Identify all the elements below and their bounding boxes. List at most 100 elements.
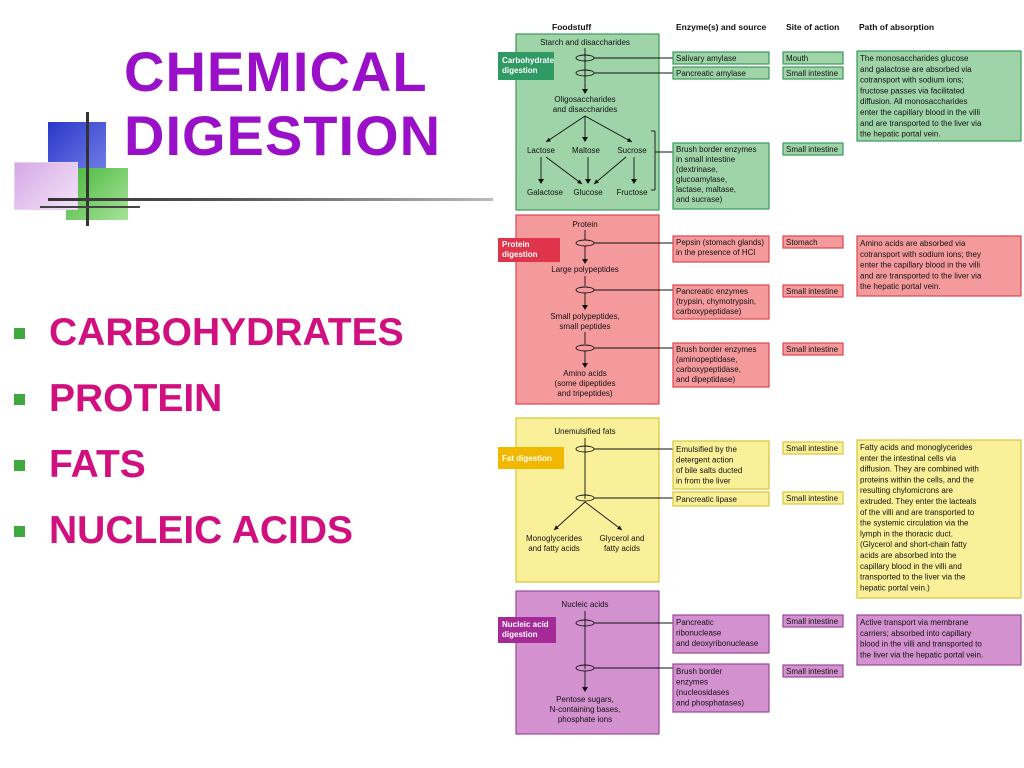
protein-site-box-2: [782, 342, 844, 356]
carb-arrow-lactose: [545, 115, 586, 143]
bullet-text: NUCLEIC ACIDS: [49, 509, 354, 552]
decorative-pink-square: [14, 162, 78, 210]
carb-absorption-text-line: enter the capillary blood in the villi: [860, 108, 980, 117]
protein-site-box-1: [782, 284, 844, 298]
protein-step-0-line: Large polypeptides: [551, 265, 619, 274]
protein-enzyme-box-1: [672, 284, 770, 320]
nucleic-enzyme-0-line: ribonuclease: [676, 629, 722, 638]
protein-arrow-2-head: [582, 305, 588, 310]
nucleic-products-line: phosphate ions: [558, 715, 612, 724]
carb-site-0: Mouth: [786, 54, 808, 63]
carb-enzyme-2-line: and sucrase): [676, 195, 723, 204]
protein-site-2-line: Small intestine: [786, 345, 839, 354]
carb-mid-2-line: Sucrose: [617, 146, 647, 155]
bullet-item: FATS: [14, 432, 404, 498]
carb-label-text-line: digestion: [502, 66, 538, 75]
fat-label-text-line: Fat digestion: [502, 454, 552, 463]
carb-enzyme-2-line: glucoamylase,: [676, 175, 727, 184]
fat-enzyme-box-1: [672, 491, 770, 507]
protein-arrow-1-head: [582, 259, 588, 264]
nucleic-absorption-text-line: Active transport via membrane: [860, 618, 969, 627]
fat-enzyme-box-0: [672, 440, 770, 490]
carb-mid-1-line: Maltose: [572, 146, 601, 155]
carb-absorption-text-line: The monosaccharides glucose: [860, 54, 969, 63]
carb-label-text-line: Carbohydrate: [502, 56, 555, 65]
nucleic-label-text-line: digestion: [502, 630, 538, 639]
fat-absorption-text-line: proteins within the cells, and the: [860, 475, 974, 484]
carb-absorption-text-line: the hepatic portal vein.: [860, 130, 941, 139]
fat-absorption-text-line: lymph in the thoracic duct.: [860, 529, 953, 538]
protein-enzyme-box-0: [672, 235, 770, 263]
fat-absorption-text-line: diffusion. They are combined with: [860, 465, 979, 474]
header-path: Path of absorption: [859, 22, 934, 32]
protein-enzyme-1-line: Pancreatic enzymes: [676, 287, 748, 296]
carb-arrow-maltose-head: [582, 137, 588, 142]
carb-arrow-lactose-head: [546, 137, 551, 142]
header-foodstuff: Foodstuff: [552, 22, 591, 32]
carb-arrow-sucrose: [584, 115, 633, 143]
nucleic-site-1-line: Small intestine: [786, 667, 839, 676]
fat-absorption-text-line: transported to the liver via the: [860, 573, 966, 582]
protein-enzyme-1-line: carboxypeptidase): [676, 307, 742, 316]
slide-title: CHEMICAL DIGESTION: [124, 40, 504, 168]
header-enzymes: Enzyme(s) and source: [676, 22, 766, 32]
nucleic-enzyme-0-line: Pancreatic: [676, 618, 714, 627]
fat-start-text: Unemulsified fats: [554, 427, 615, 436]
protein-site-0-line: Stomach: [786, 238, 818, 247]
protein-site-1: Small intestine: [786, 287, 839, 296]
carb-mid-2: Sucrose: [617, 146, 647, 155]
fat-start-text-line: Unemulsified fats: [554, 427, 615, 436]
fat-enzyme-0-line: in from the liver: [676, 477, 731, 486]
carb-mid-1: Maltose: [572, 146, 601, 155]
carb-arrow-sucrose-head: [627, 137, 632, 142]
bullet-text: FATS: [49, 443, 146, 486]
fat-arrow-mono-head: [554, 525, 559, 530]
protein-enzyme-0-line: Pepsin (stomach glands): [676, 238, 764, 247]
carb-enzyme-1-line: Pancreatic amylase: [676, 69, 746, 78]
carb-arrow-oligo-head: [582, 89, 588, 94]
protein-enzyme-1: Pancreatic enzymes(trypsin, chymotrypsin…: [676, 287, 756, 316]
carb-site-box-0: [782, 51, 844, 65]
protein-absorption-box: [856, 235, 1022, 297]
carb-bot-0-line: Galactose: [527, 188, 564, 197]
bullet-square-icon: [14, 459, 25, 471]
protein-arrow-3-head: [582, 363, 588, 368]
bullet-list: CARBOHYDRATES PROTEIN FATS NUCLEIC ACIDS: [14, 300, 404, 564]
carb-absorption-box: [856, 50, 1022, 142]
carb-arrow-lac-gal-head: [538, 179, 544, 184]
fat-site-box-1: [782, 491, 844, 505]
decorative-blue-square: [48, 122, 106, 168]
bullet-square-icon: [14, 327, 25, 339]
nucleic-enzyme-1-line: Brush border: [676, 667, 723, 676]
protein-site-1-line: Small intestine: [786, 287, 839, 296]
bullet-item: CARBOHYDRATES: [14, 300, 404, 366]
protein-absorption-text-line: the hepatic portal vein.: [860, 282, 941, 291]
protein-absorption-text-line: Amino acids are absorbed via: [860, 239, 966, 248]
carb-site-2: Small intestine: [786, 145, 839, 154]
bullet-square-icon: [14, 393, 25, 405]
carb-bot-0: Galactose: [527, 188, 564, 197]
fat-product-0-line: and fatty acids: [528, 544, 580, 553]
protein-enzyme-0-line: in the presence of HCl: [676, 248, 755, 257]
nucleic-arrow-head: [582, 687, 588, 692]
protein-enzyme-2-line: (aminopeptidase,: [676, 355, 737, 364]
fat-absorption-text-line: hepatic portal vein.): [860, 583, 930, 592]
fat-site-0: Small intestine: [786, 444, 839, 453]
carb-absorption-text-line: cotransport with sodium ions;: [860, 76, 964, 85]
fat-enzyme-0-line: detergent action: [676, 456, 733, 465]
carb-enzyme-0: Salivary amylase: [676, 54, 737, 63]
carb-absorption-text-line: and galactose are absorbed via: [860, 65, 972, 74]
header-path-line: Path of absorption: [859, 22, 934, 32]
nucleic-products-line: N-containing bases,: [550, 705, 621, 714]
carb-enzyme-2-line: Brush border enzymes: [676, 145, 756, 154]
